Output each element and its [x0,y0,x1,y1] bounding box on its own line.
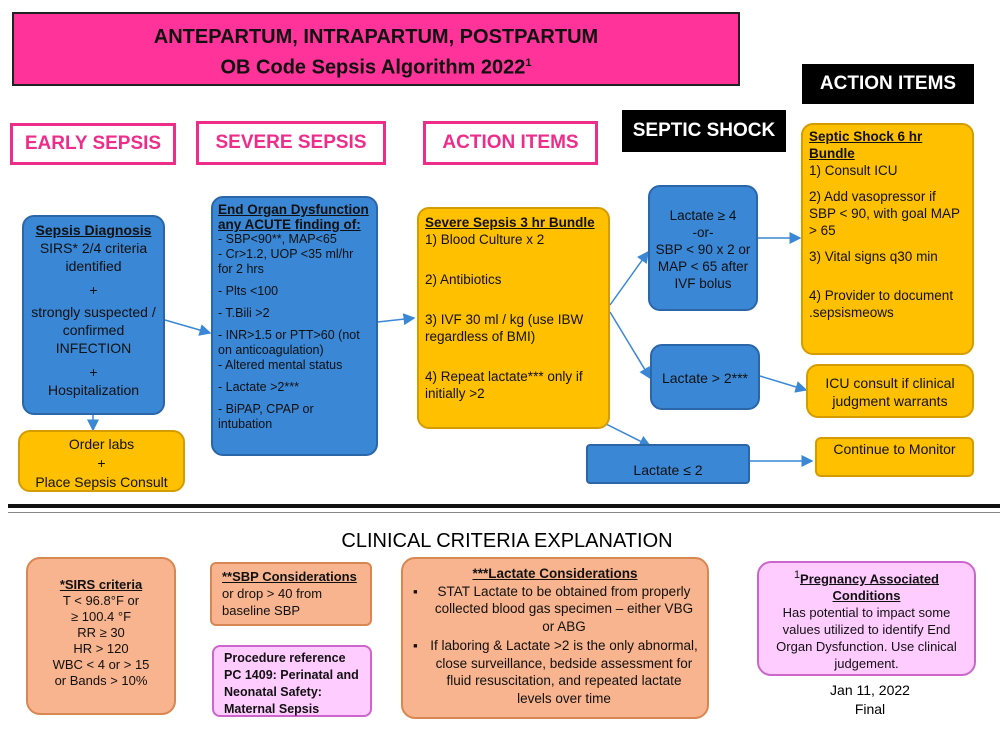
arrow-dysfunction-to-bundle [377,313,416,326]
shock-bundle-title: Septic Shock 6 hr Bundle [809,129,923,161]
lactate-4-box: Lactate ≥ 4 -or- SBP < 90 x 2 or MAP < 6… [648,185,758,311]
organ-dysfunction-box: End Organ Dysfunction any ACUTE finding … [211,196,378,456]
footer: Jan 11, 2022 Final [800,681,940,719]
sirs-criteria-box: *SIRS criteria T < 96.8°F or ≥ 100.4 °F … [26,557,176,715]
organ-dysfunction-item: - Lactate >2*** [218,380,299,394]
header-severe-sepsis: SEVERE SEPSIS [196,121,386,165]
order-labs-line: Place Sepsis Consult [35,474,168,490]
organ-dysfunction-item: - T.Bili >2 [218,306,270,320]
header-septic-shock: SEPTIC SHOCK [622,110,786,152]
bundle-3hr-title: Severe Sepsis 3 hr Bundle [425,215,595,230]
title-line-2-text: OB Code Sepsis Algorithm 2022 [220,56,526,79]
sirs-criteria-title: *SIRS criteria [59,577,143,592]
lactate-considerations-title: ***Lactate Considerations [472,566,638,581]
sepsis-diagnosis-line: SIRS* 2/4 criteria identified [39,240,148,274]
bundle-3hr-item: 2) Antibiotics [425,272,502,287]
title-banner: ANTEPARTUM, INTRAPARTUM, POSTPARTUM OB C… [12,12,740,86]
header-action-items-1: ACTION ITEMS [423,121,598,165]
shock-bundle-item: 1) Consult ICU [809,163,898,178]
icu-consult-box: ICU consult if clinical judgment warrant… [806,364,974,418]
sirs-criteria-line: or Bands > 10% [54,673,148,688]
header-action-items-2: ACTION ITEMS [802,64,974,104]
organ-dysfunction-title-2: any ACUTE finding of: [218,217,361,232]
title-line-1: ANTEPARTUM, INTRAPARTUM, POSTPARTUM [153,26,599,48]
shock-bundle-item: 2) Add vasopressor if SBP < 90, with goa… [809,189,960,238]
sepsis-diagnosis-box: Sepsis Diagnosis SIRS* 2/4 criteria iden… [22,215,165,415]
organ-dysfunction-item: - SBP<90**, MAP<65 [218,232,337,246]
lactate-4-line: SBP < 90 x 2 or MAP < 65 after IVF bolus [655,242,751,291]
organ-dysfunction-item: - Cr>1.2, UOP <35 ml/hr for 2 hrs [218,247,354,276]
lactate-considerations-list: STAT Lactate to be obtained from properl… [411,583,699,708]
order-labs-line: Order labs [68,436,135,452]
sepsis-diagnosis-title: Sepsis Diagnosis [35,222,152,238]
pregnancy-conditions-mark: 1 [794,569,801,581]
sirs-criteria-line: HR > 120 [73,641,129,656]
sepsis-diagnosis-line: strongly suspected / confirmed INFECTION [31,304,156,356]
bundle-3hr-box: Severe Sepsis 3 hr Bundle 1) Blood Cultu… [417,207,610,429]
lactate-2-box: Lactate > 2*** [650,344,760,410]
bundle-3hr-item: 1) Blood Culture x 2 [425,232,545,247]
sbp-considerations-text: or drop > 40 from baseline SBP [222,586,323,618]
title-footnote-mark: 1 [525,57,532,69]
header-early-sepsis: EARLY SEPSIS [10,123,176,165]
lactate-4-line: -or- [692,225,714,240]
sirs-criteria-line: RR ≥ 30 [77,625,125,640]
arrow-bundle-to-lactate4 [609,250,649,306]
continue-monitor-box: Continue to Monitor [815,437,974,477]
sepsis-diagnosis-line: Hospitalization [47,382,140,398]
organ-dysfunction-item: - BiPAP, CPAP or intubation [218,402,314,431]
sirs-criteria-line: T < 96.8°F or [62,593,140,608]
organ-dysfunction-item: - INR>1.5 or PTT>60 (not on anticoagulat… [218,328,360,357]
clinical-criteria-heading: CLINICAL CRITERIA EXPLANATION [341,530,673,552]
sepsis-diagnosis-line: + [89,282,98,298]
shock-bundle-box: Septic Shock 6 hr Bundle 1) Consult ICU … [801,123,974,355]
shock-bundle-item: 3) Vital signs q30 min [809,249,938,264]
sbp-considerations-title: **SBP Considerations [222,569,357,584]
bundle-3hr-item: 4) Repeat lactate*** only if initially >… [425,369,583,401]
lactate-considerations-box: ***Lactate Considerations STAT Lactate t… [401,557,709,719]
pregnancy-conditions-box: 1Pregnancy Associated Conditions Has pot… [757,561,976,676]
sirs-criteria-line: WBC < 4 or > 15 [52,657,150,672]
lactate-considerations-bullet: STAT Lactate to be obtained from properl… [411,583,699,636]
sirs-criteria-line: ≥ 100.4 °F [70,609,132,624]
arrow-diagnosis-to-dysfunction [164,319,212,336]
lactate-4-line: Lactate ≥ 4 [669,208,737,223]
pregnancy-conditions-heading: 1Pregnancy Associated Conditions [767,567,966,604]
shock-bundle-item: 4) Provider to document .sepsismeows [809,288,954,320]
title-line-2: OB Code Sepsis Algorithm 20221 [14,50,738,81]
lactate-le2-box: Lactate ≤ 2 [586,444,750,484]
arrow-lactate2-to-icu [759,375,808,393]
organ-dysfunction-item: - Plts <100 [218,284,279,298]
section-divider [8,504,1000,508]
footer-status: Final [854,701,886,717]
footer-date: Jan 11, 2022 [830,682,910,698]
bundle-3hr-item: 3) IVF 30 ml / kg (use IBW regardless of… [425,312,584,344]
section-divider-thin [8,512,1000,513]
sepsis-diagnosis-line: + [89,364,98,380]
pregnancy-conditions-text: Has potential to impact some values util… [776,605,957,672]
order-labs-line: + [97,455,106,471]
organ-dysfunction-item: - Altered mental status [218,358,343,372]
arrow-bundle-to-lactate2 [609,311,651,380]
sbp-considerations-box: **SBP Considerations or drop > 40 from b… [210,562,372,626]
pregnancy-conditions-title: Pregnancy Associated Conditions [800,571,939,604]
lactate-considerations-bullet: If laboring & Lactate >2 is the only abn… [411,637,699,707]
procedure-reference-box: Procedure reference PC 1409: Perinatal a… [212,645,372,717]
organ-dysfunction-title-1: End Organ Dysfunction [218,202,369,217]
order-labs-box: Order labs + Place Sepsis Consult [18,430,185,492]
